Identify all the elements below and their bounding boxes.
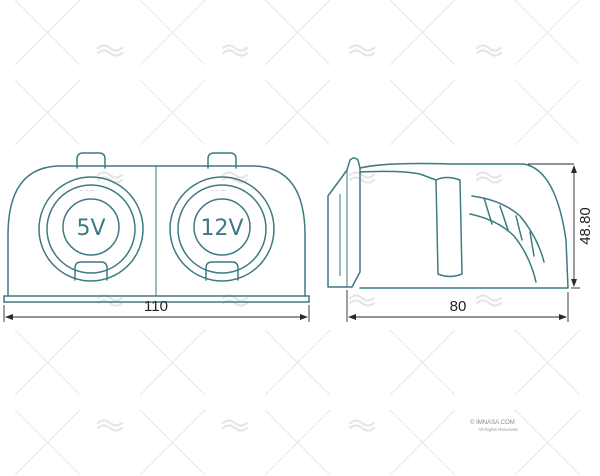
socket-12v-cap-marking: ─ ─ ── bbox=[210, 188, 227, 193]
socket-5v-cap-marking: ─ ─ ── bbox=[79, 188, 96, 193]
socket-12v-label: 12V bbox=[200, 216, 243, 241]
side-rib-top bbox=[471, 195, 545, 263]
socket-5v-inner-ring bbox=[46, 184, 136, 274]
side-housing-outline bbox=[359, 162, 569, 289]
side-depth-dimension: 80 bbox=[346, 290, 569, 322]
side-depth-label: 80 bbox=[450, 298, 467, 315]
front-view: ─ ─ ── 5V ─ ─ ── 12V 110 bbox=[3, 152, 310, 322]
side-bezel-outline bbox=[327, 157, 361, 288]
watermark-waves bbox=[96, 44, 503, 432]
socket-5v-label: 5V bbox=[76, 216, 105, 241]
socket-12v-inner-ring bbox=[177, 184, 267, 274]
front-width-dimension: 110 bbox=[3, 298, 310, 322]
brand-watermark: © IMNASA.COM All Rights Reserved bbox=[470, 419, 518, 432]
side-rib-segments bbox=[483, 197, 535, 257]
socket-5v-cap bbox=[62, 198, 120, 256]
socket-12v-bezel bbox=[169, 176, 275, 282]
brand-rights: All Rights Reserved bbox=[478, 427, 518, 432]
socket-12v-latch bbox=[205, 261, 239, 281]
side-height-label: 48.80 bbox=[577, 207, 594, 245]
brand-name: © IMNASA.COM bbox=[470, 419, 515, 426]
side-housing-shoulder bbox=[359, 170, 437, 181]
socket-5v-hinge bbox=[76, 152, 106, 169]
socket-5v-bezel bbox=[38, 176, 144, 282]
watermark-crosses bbox=[14, 0, 581, 476]
socket-12v-hinge bbox=[207, 152, 237, 169]
side-view: 80 48.80 bbox=[327, 157, 594, 322]
socket-12v: ─ ─ ── 12V bbox=[169, 152, 275, 282]
side-boss bbox=[435, 176, 463, 278]
socket-5v: ─ ─ ── 5V bbox=[38, 152, 144, 282]
side-rib-bottom bbox=[469, 213, 537, 283]
watermark-pattern bbox=[14, 0, 581, 476]
side-height-dimension: 48.80 bbox=[528, 163, 594, 289]
socket-12v-cap bbox=[193, 198, 251, 256]
front-width-label: 110 bbox=[144, 298, 168, 315]
socket-5v-latch bbox=[74, 261, 108, 281]
